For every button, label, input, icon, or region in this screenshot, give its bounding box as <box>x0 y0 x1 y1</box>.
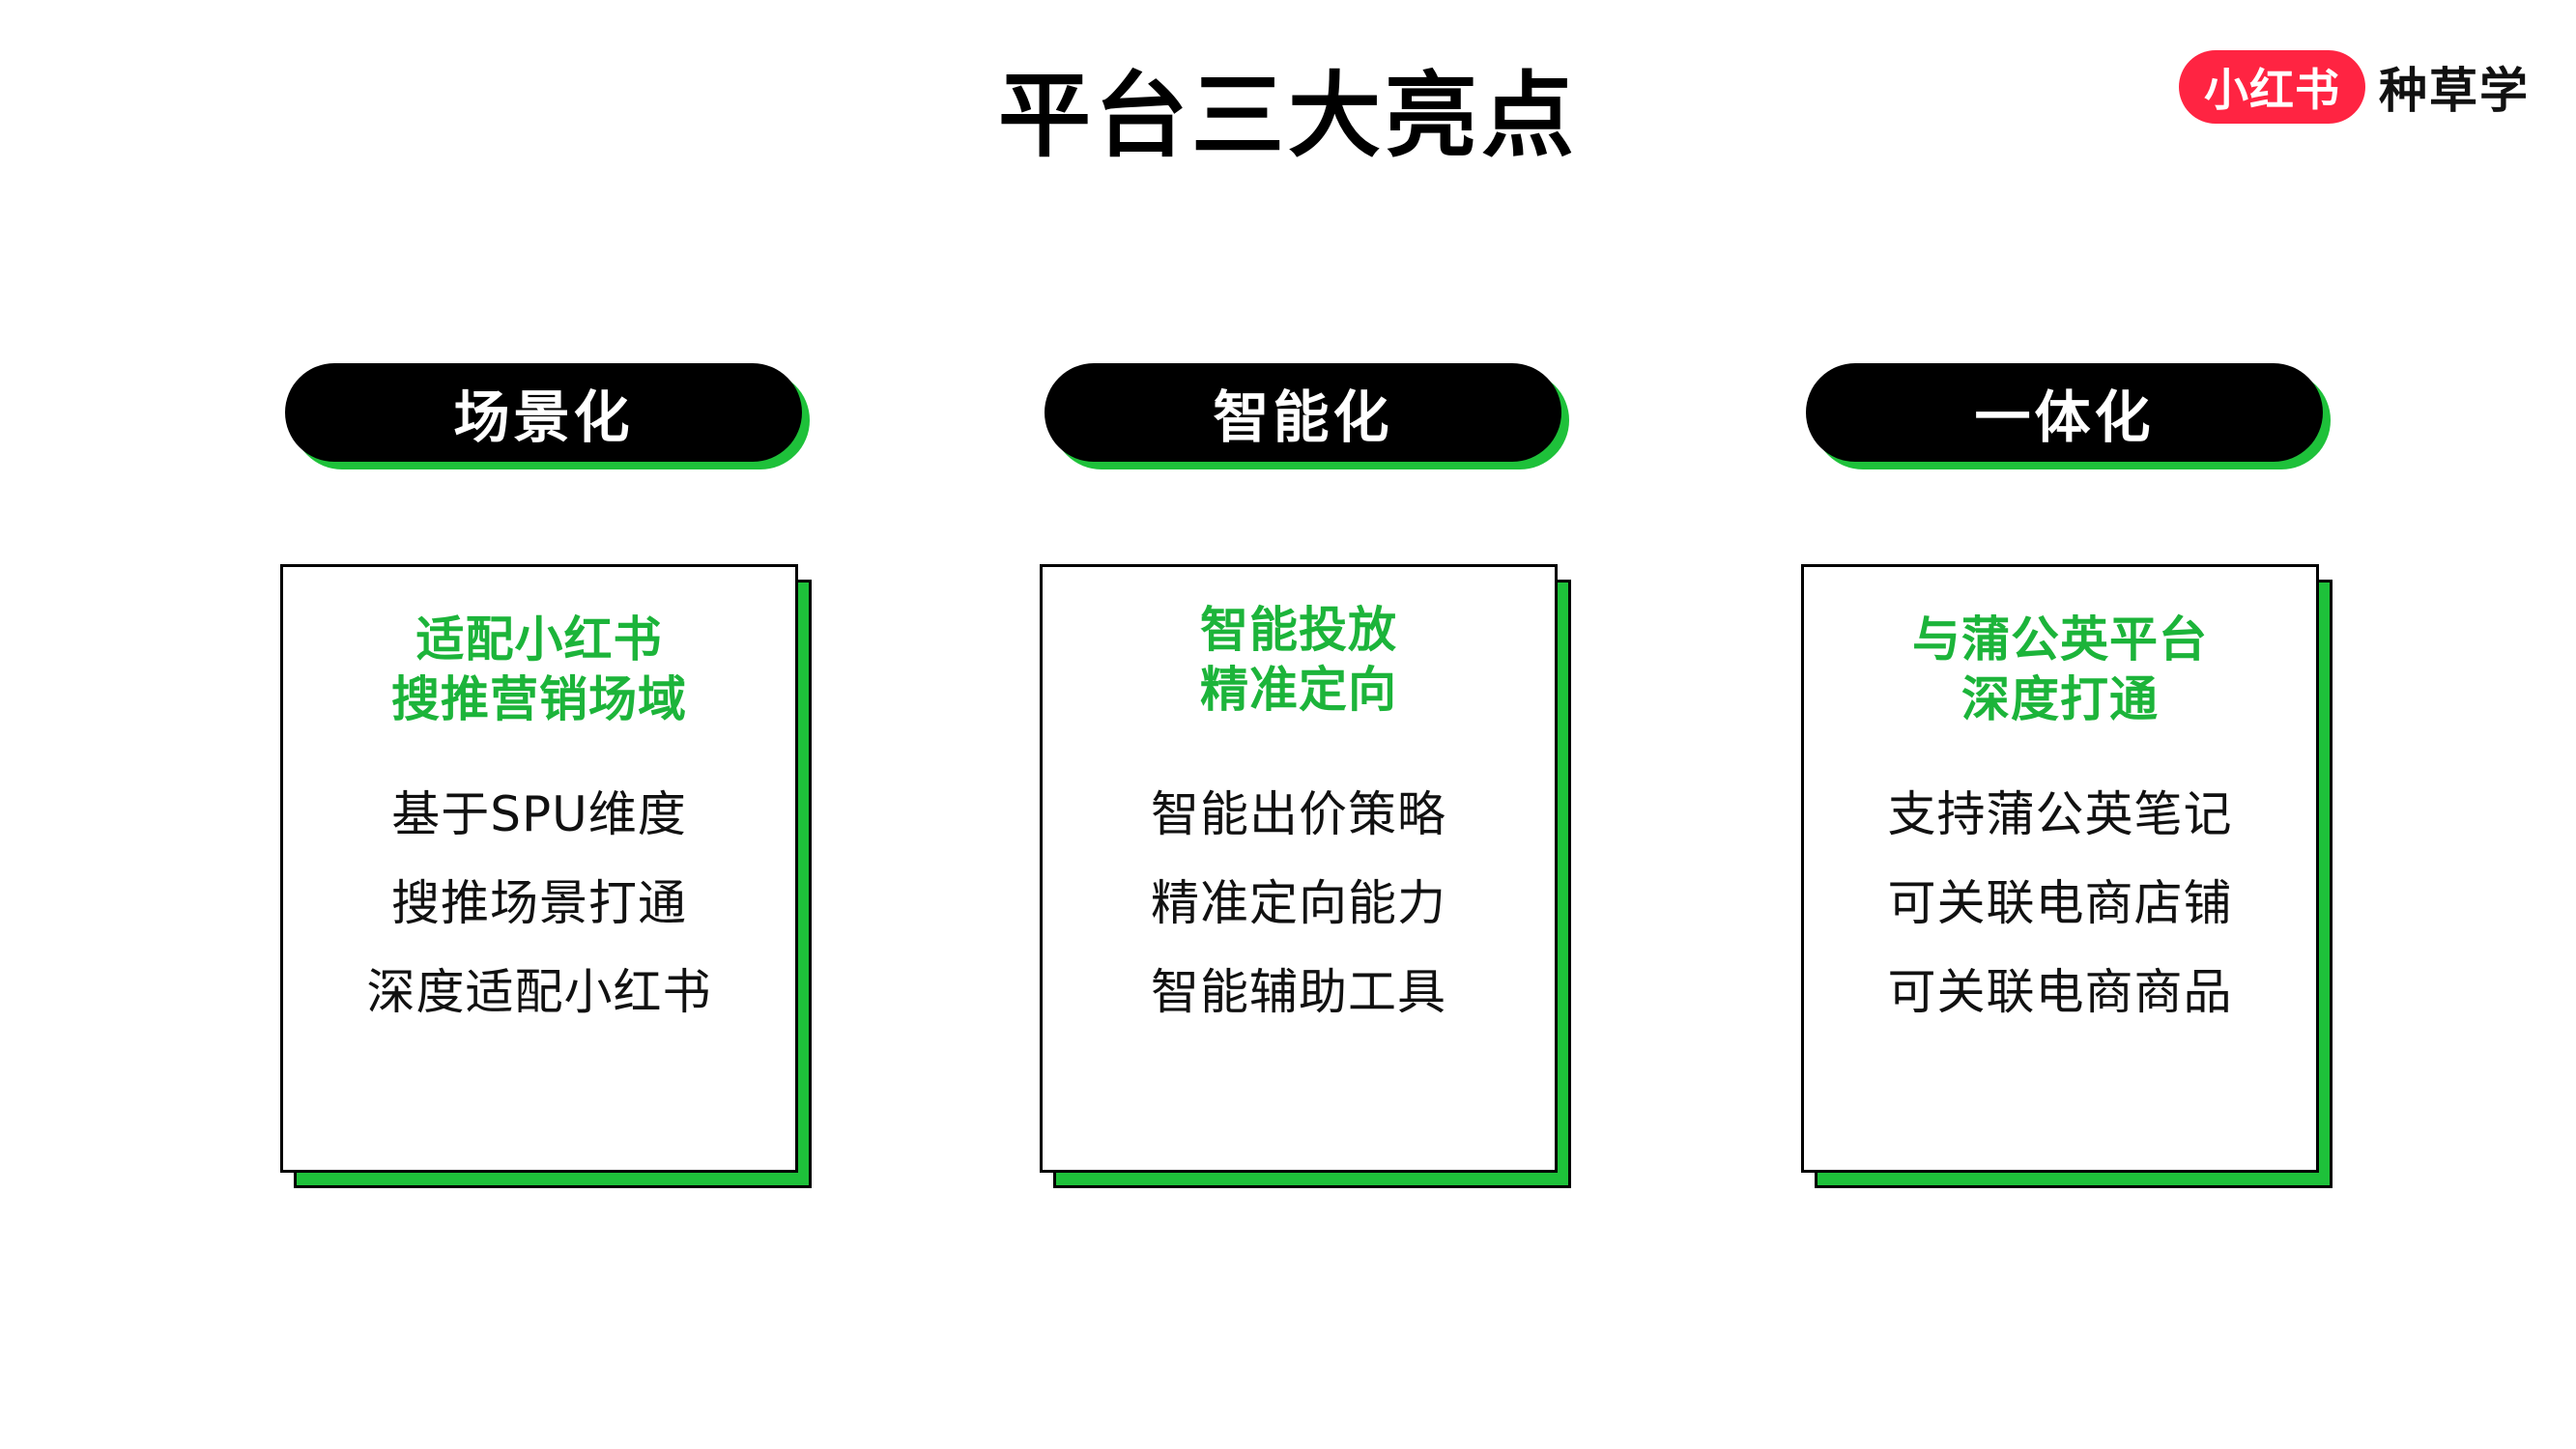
feature-pill: 场景化 <box>285 363 810 469</box>
card-headline-line: 搜推营销场域 <box>391 671 687 727</box>
card-body: 适配小红书 搜推营销场域 基于SPU维度 搜推场景打通 深度适配小红书 <box>280 564 798 1173</box>
feature-card: 适配小红书 搜推营销场域 基于SPU维度 搜推场景打通 深度适配小红书 <box>280 564 812 1188</box>
feature-pill: 智能化 <box>1045 363 1569 469</box>
card-headline-line: 精准定向 <box>1200 662 1397 718</box>
feature-pill-label: 场景化 <box>285 363 802 462</box>
feature-card: 智能投放 精准定向 智能出价策略 精准定向能力 智能辅助工具 <box>1040 564 1571 1188</box>
card-headline: 智能投放 精准定向 <box>1043 600 1555 720</box>
list-item: 可关联电商店铺 <box>1887 875 2233 931</box>
page-title: 平台三大亮点 <box>998 62 1578 170</box>
brand-text: 种草学 <box>2379 63 2530 119</box>
brand-badge: 小红书 <box>2179 50 2365 124</box>
card-headline-line: 与蒲公英平台 <box>1912 611 2208 668</box>
brand-logo: 小红书 种草学 <box>2179 50 2530 124</box>
feature-column-3: 一体化 与蒲公英平台 深度打通 支持蒲公英笔记 可关联电商店铺 可关联电商商品 <box>1801 0 2342 1449</box>
card-item-list: 基于SPU维度 搜推场景打通 深度适配小红书 <box>283 770 795 1037</box>
card-headline: 与蒲公英平台 深度打通 <box>1804 610 2316 729</box>
card-headline-line: 智能投放 <box>1200 602 1397 658</box>
list-item: 智能辅助工具 <box>1151 964 1446 1020</box>
feature-column-2: 智能化 智能投放 精准定向 智能出价策略 精准定向能力 智能辅助工具 <box>1040 0 1581 1449</box>
list-item: 基于SPU维度 <box>391 786 687 842</box>
list-item: 精准定向能力 <box>1151 875 1446 931</box>
card-item-list: 智能出价策略 精准定向能力 智能辅助工具 <box>1043 770 1555 1037</box>
card-body: 智能投放 精准定向 智能出价策略 精准定向能力 智能辅助工具 <box>1040 564 1558 1173</box>
feature-pill: 一体化 <box>1806 363 2331 469</box>
list-item: 深度适配小红书 <box>366 964 712 1020</box>
list-item: 智能出价策略 <box>1151 786 1446 842</box>
list-item: 可关联电商商品 <box>1887 964 2233 1020</box>
list-item: 支持蒲公英笔记 <box>1887 786 2233 842</box>
list-item: 搜推场景打通 <box>391 875 687 931</box>
card-item-list: 支持蒲公英笔记 可关联电商店铺 可关联电商商品 <box>1804 770 2316 1037</box>
card-headline-line: 适配小红书 <box>415 611 663 668</box>
feature-card: 与蒲公英平台 深度打通 支持蒲公英笔记 可关联电商店铺 可关联电商商品 <box>1801 564 2333 1188</box>
feature-column-1: 场景化 适配小红书 搜推营销场域 基于SPU维度 搜推场景打通 深度适配小红书 <box>280 0 821 1449</box>
feature-pill-label: 智能化 <box>1045 363 1561 462</box>
feature-pill-label: 一体化 <box>1806 363 2323 462</box>
card-headline: 适配小红书 搜推营销场域 <box>283 610 795 729</box>
card-body: 与蒲公英平台 深度打通 支持蒲公英笔记 可关联电商店铺 可关联电商商品 <box>1801 564 2319 1173</box>
card-headline-line: 深度打通 <box>1961 671 2159 727</box>
